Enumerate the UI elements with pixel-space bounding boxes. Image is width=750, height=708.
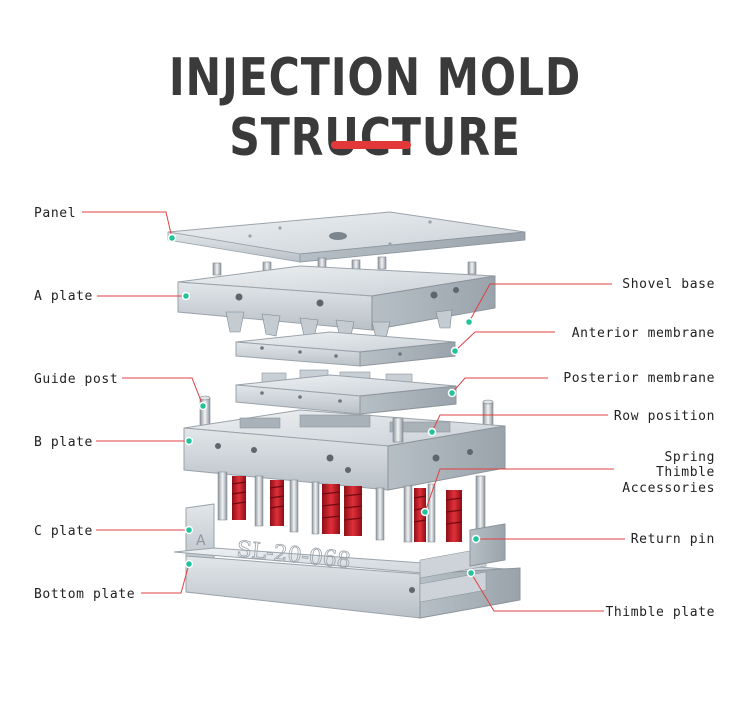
label-accessories: Accessories	[622, 481, 715, 496]
anterior-membrane	[235, 331, 456, 367]
ejection-zone	[217, 471, 486, 543]
label-anterior-membrane: Anterior membrane	[572, 326, 715, 341]
marker-dots	[167, 233, 481, 578]
svg-text:A: A	[196, 533, 206, 549]
label-guide-post: Guide post	[34, 372, 118, 387]
label-a-plate: A plate	[34, 289, 93, 304]
title-underline	[331, 141, 411, 149]
leader-lines	[82, 211, 625, 612]
label-bottom-plate: Bottom plate	[34, 587, 135, 602]
label-spring: Spring	[664, 450, 715, 465]
posterior-membrane	[235, 369, 457, 415]
label-thimble: Thimble	[656, 465, 715, 480]
label-return-pin: Return pin	[631, 532, 715, 547]
label-shovel-base: Shovel base	[622, 277, 715, 292]
b-plate	[183, 409, 506, 491]
label-thimble-plate: Thimble plate	[605, 605, 715, 620]
label-posterior-membrane: Posterior membrane	[563, 371, 715, 386]
label-c-plate: C plate	[34, 524, 93, 539]
panel-plate	[167, 211, 526, 263]
label-row-position: Row position	[614, 409, 715, 424]
thimble-plate	[419, 523, 506, 603]
label-b-plate: B plate	[34, 435, 93, 450]
page-title: INJECTION MOLD STRUCTURE	[168, 48, 582, 168]
label-panel: Panel	[34, 206, 76, 221]
spring-coils	[231, 476, 463, 542]
a-plate	[177, 256, 496, 341]
